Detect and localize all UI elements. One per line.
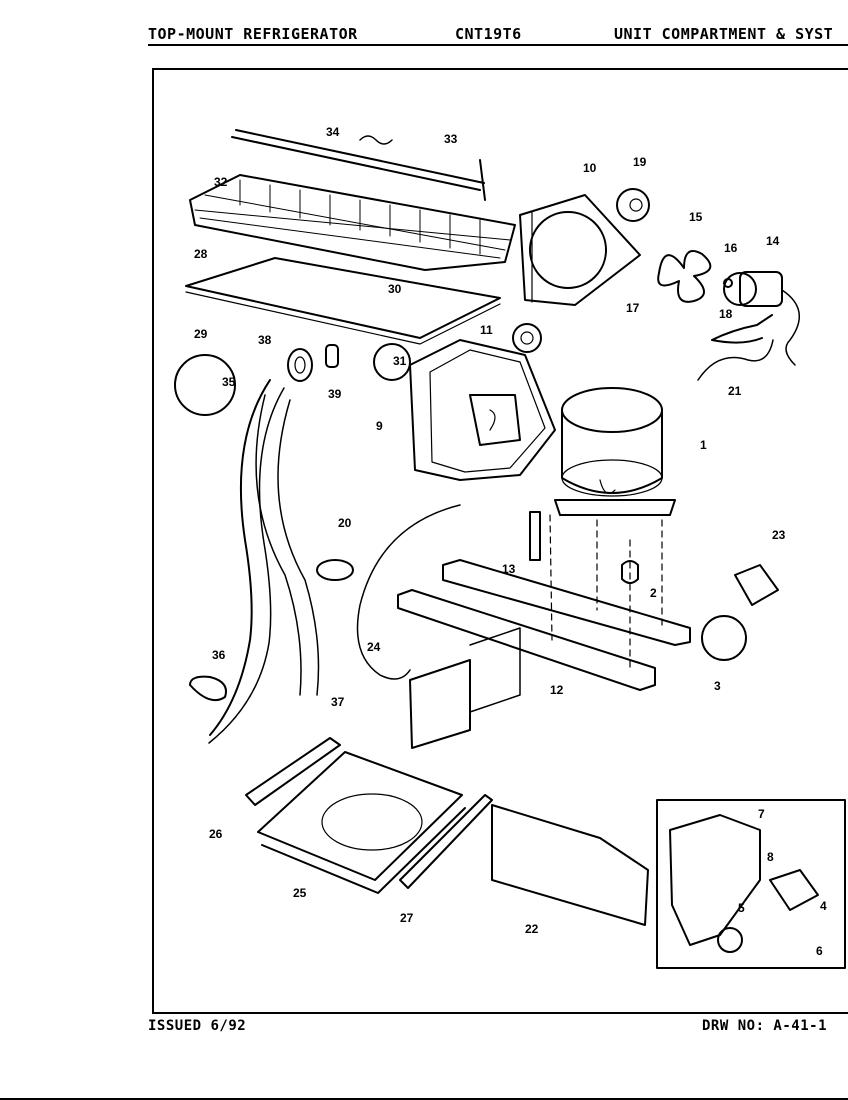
callout-29: 29 [194,327,208,341]
callout-9: 9 [376,419,383,433]
grommet-39 [325,344,339,368]
callout-16: 16 [724,241,738,255]
base-grommet-detail [701,615,747,661]
callout-7: 7 [758,807,765,821]
callout-32: 32 [214,175,228,189]
footer-issued: ISSUED 6/92 [148,1018,247,1034]
grommet-11 [512,323,542,353]
detail-35 [174,354,236,416]
drain-trap-36 [189,675,227,701]
callout-12: 12 [550,683,564,697]
base-rails [397,559,691,749]
callout-11: 11 [480,323,493,337]
callout-5: 5 [738,901,745,915]
detail-31 [373,343,411,381]
drier [529,511,541,561]
tube-clamp [316,559,354,581]
fan-motor [723,271,801,366]
callout-22: 22 [525,922,539,936]
callout-10: 10 [583,161,597,175]
motor-bracket [711,314,773,344]
callout-39: 39 [328,387,342,401]
callout-1: 1 [700,438,707,452]
evaporator-coil [409,339,556,481]
callout-18: 18 [719,307,733,321]
fan-blade [657,250,712,303]
grommet [621,560,639,584]
header-section: UNIT COMPARTMENT & SYST [614,25,834,43]
callout-8: 8 [767,850,774,864]
harness-21 [697,339,774,381]
callout-33: 33 [444,132,458,146]
pan-rail-26 [245,737,341,806]
drain-tube-37 [209,379,271,736]
callout-20: 20 [338,516,352,530]
grommet-38 [287,348,313,382]
callout-28: 28 [194,247,208,261]
callout-21: 21 [728,384,742,398]
callout-26: 26 [209,827,223,841]
drain-pan [257,751,466,894]
callout-25: 25 [293,886,307,900]
callout-3: 3 [714,679,721,693]
callout-23: 23 [772,528,786,542]
callout-35: 35 [222,375,236,389]
callout-31: 31 [393,354,407,368]
relay-23 [734,564,779,606]
callout-24: 24 [367,640,381,654]
access-panel [491,804,649,926]
header-rule [148,44,848,46]
page-bottom-rule [0,1098,848,1100]
compressor [554,387,676,516]
callout-27: 27 [400,911,414,925]
callout-17: 17 [626,301,640,315]
callout-2: 2 [650,586,657,600]
callout-38: 38 [258,333,272,347]
fan-shroud [519,194,641,306]
footer-drawing-number: DRW NO: A-41-1 [702,1018,828,1034]
header-product: TOP-MOUNT REFRIGERATOR [148,25,358,43]
callout-30: 30 [388,282,402,296]
callout-37: 37 [331,695,345,709]
callout-4: 4 [820,899,827,913]
condenser-rod [231,129,486,201]
callout-6: 6 [816,944,823,958]
header-model: CNT19T6 [455,25,522,43]
diagram-frame [152,68,848,1014]
inset-detail-box [656,799,846,969]
callout-36: 36 [212,648,226,662]
power-cord-24 [356,504,461,680]
fan-bracket-detail [616,188,650,222]
callout-13: 13 [502,562,516,576]
pan-rail-27 [399,794,493,889]
condenser-coil [189,174,516,271]
callout-34: 34 [326,125,340,139]
callout-19: 19 [633,155,647,169]
callout-14: 14 [766,234,780,248]
callout-15: 15 [689,210,703,224]
mounting-plate [185,257,501,339]
